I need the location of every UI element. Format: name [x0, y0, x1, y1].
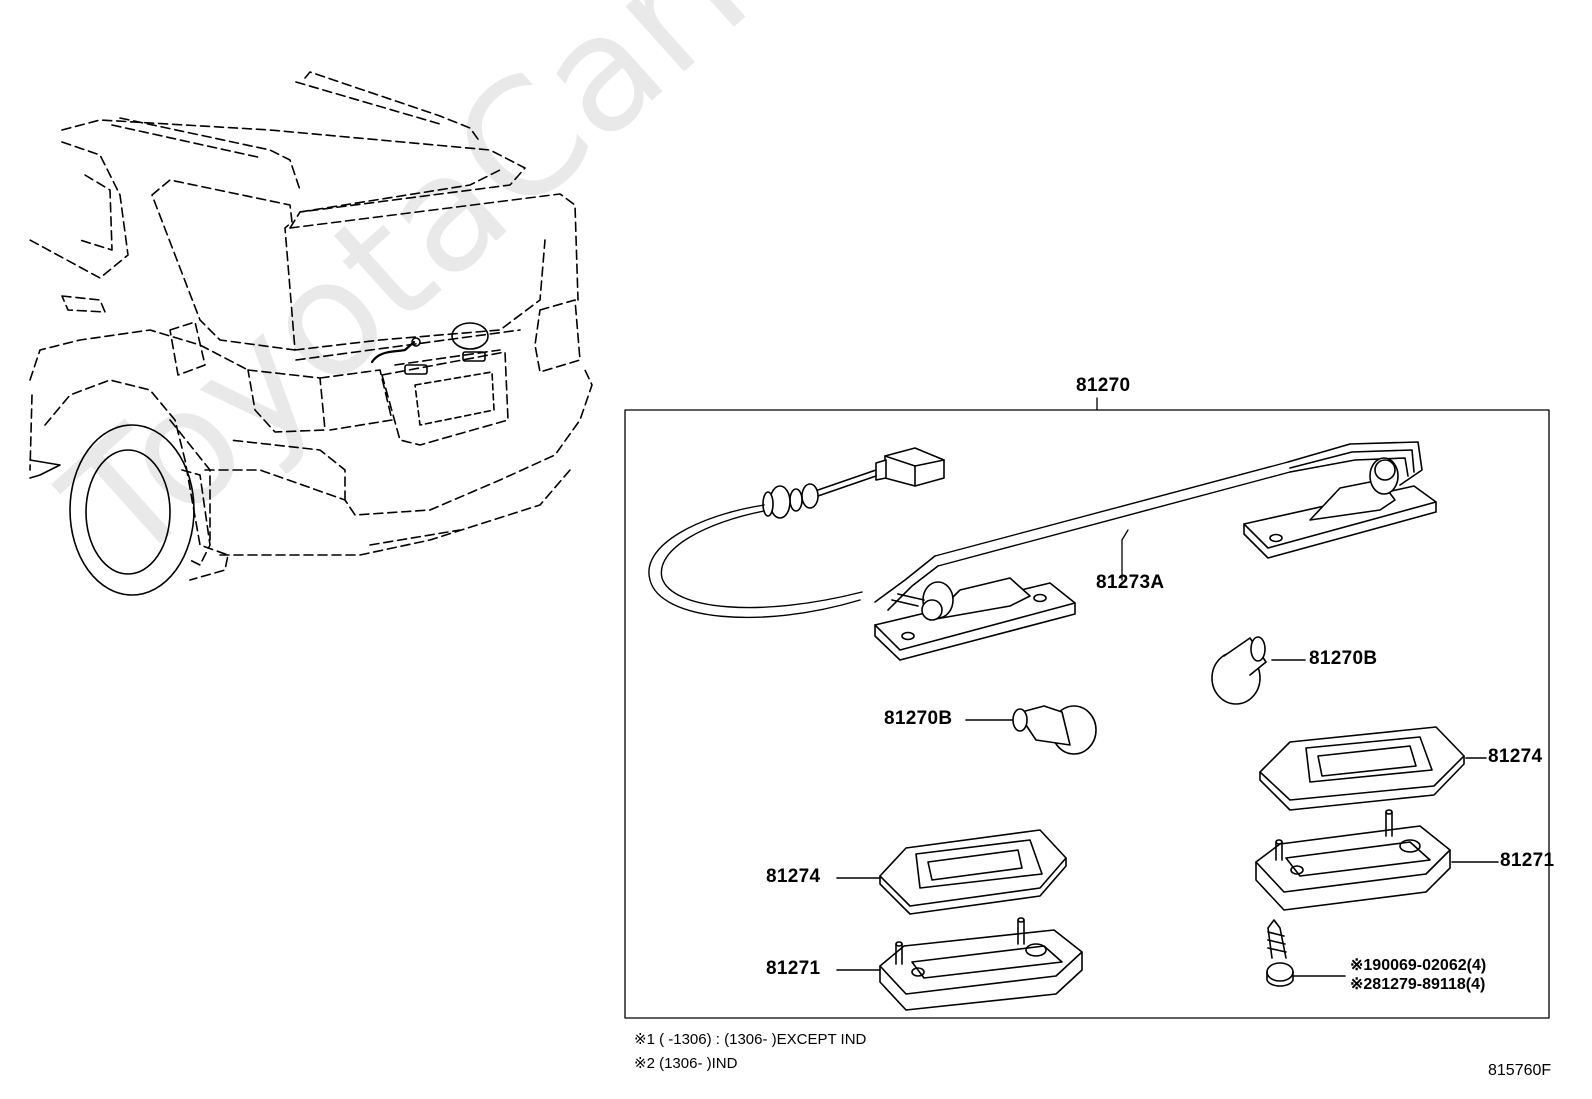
screw-ref-2: ※281279-89118(4)	[1350, 976, 1486, 993]
diagram-code: 815760F	[1488, 1062, 1552, 1079]
wire-harness-81273a	[648, 441, 1423, 619]
part-label-81274-right: 81274	[1488, 746, 1543, 767]
screw	[1266, 919, 1346, 987]
part-label-81274-left: 81274	[766, 866, 821, 887]
part-label-81273a: 81273A	[1096, 572, 1165, 593]
part-label-81271-left: 81271	[766, 958, 821, 979]
screw-ref-1: ※190069-02062(4)	[1350, 957, 1487, 974]
vehicle-illustration	[29, 71, 593, 596]
lens-81274-right	[1259, 726, 1487, 811]
lens-81274-left	[836, 829, 1067, 915]
footnote-1: ※1 ( -1306) : (1306- )EXCEPT IND	[634, 1031, 867, 1048]
part-label-81270b-right: 81270B	[1309, 648, 1378, 669]
part-label-81271-right: 81271	[1500, 850, 1555, 871]
bulb-right	[1211, 636, 1306, 705]
lamp-housing-lower-left	[874, 577, 1076, 661]
bulb-left	[965, 705, 1097, 755]
lamp-housing-upper-right	[1243, 457, 1437, 559]
part-label-81270b-left: 81270B	[884, 708, 953, 729]
base-81271-left	[836, 917, 1083, 1011]
base-81271-right	[1255, 809, 1499, 911]
assembly-frame	[624, 409, 1550, 1019]
footnote-2: ※2 (1306- )IND	[634, 1055, 738, 1072]
part-label-81270: 81270	[1076, 375, 1131, 396]
